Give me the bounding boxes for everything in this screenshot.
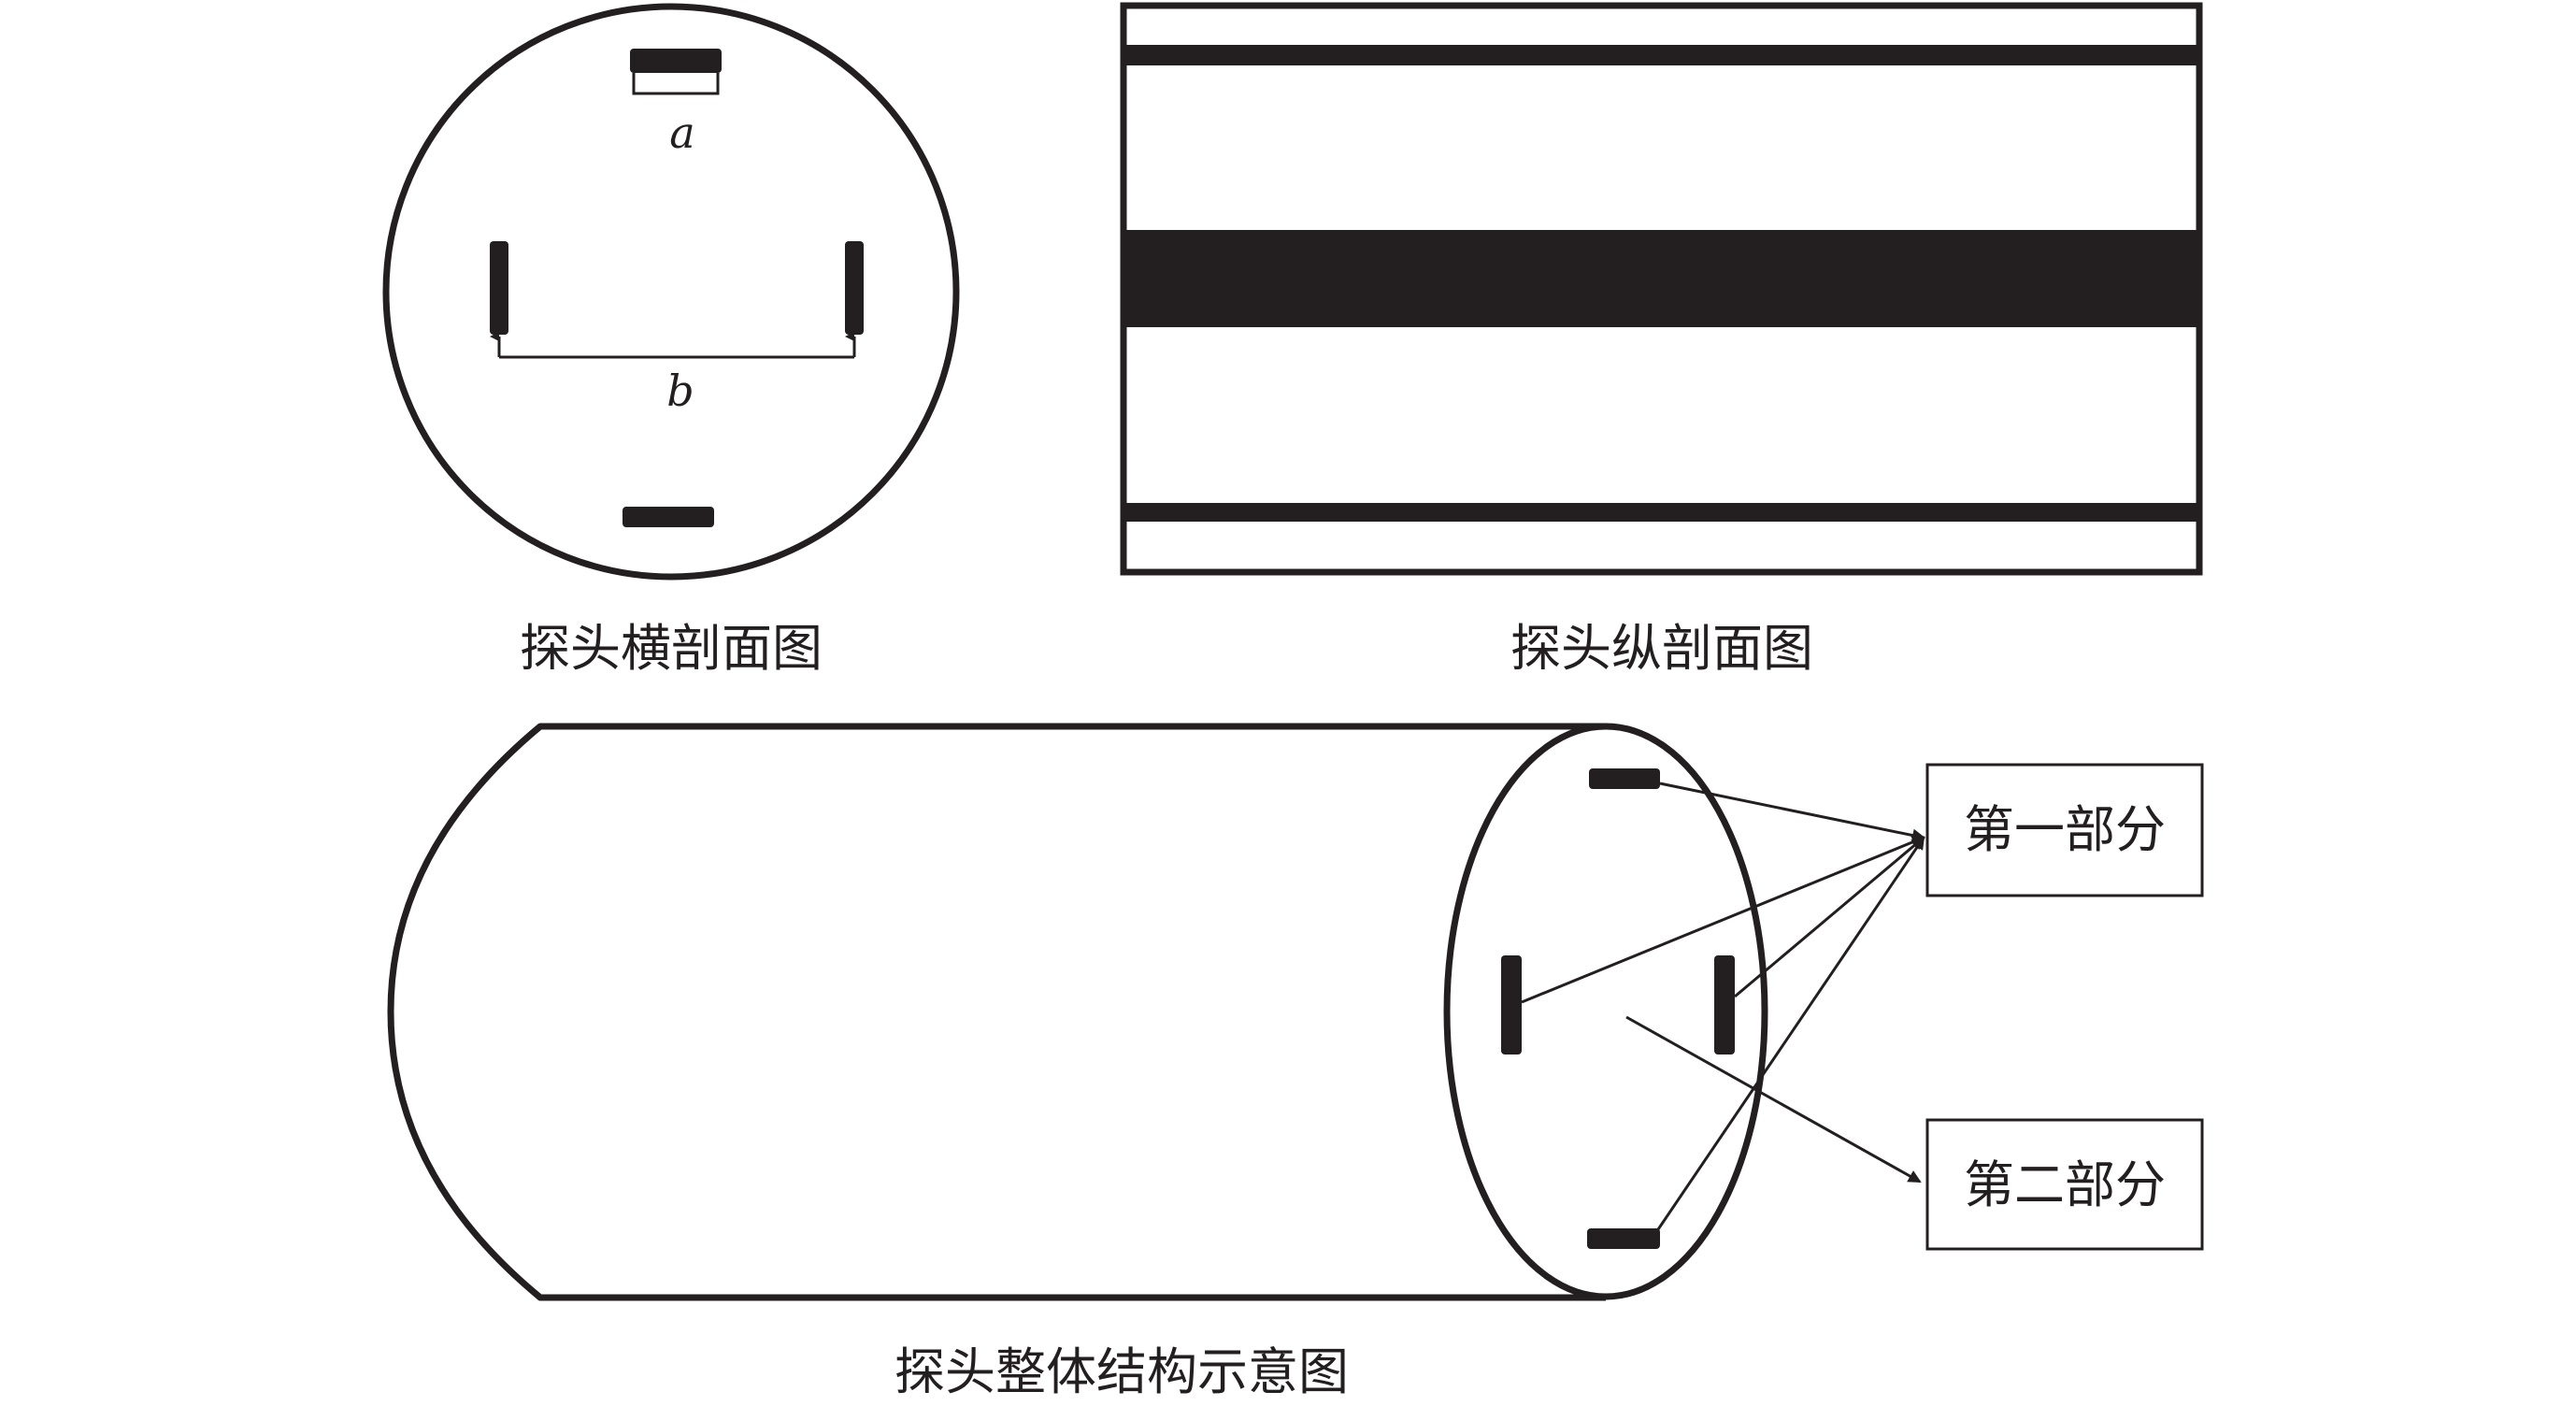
end-face-bottom-element (1587, 1228, 1660, 1249)
bottom-element (623, 507, 714, 527)
leader-left-to-part1 (1521, 836, 1925, 1004)
part1-box (1925, 763, 2204, 897)
right-element (845, 241, 864, 335)
probe-cross-section-circle (382, 3, 960, 581)
end-face-left-element (1501, 955, 1522, 1054)
cylinder-end-face (1443, 723, 1768, 1300)
part2-box (1925, 1118, 2204, 1251)
longitudinal-section-outline (1120, 2, 2203, 576)
longitudinal-bottom-strip (1123, 503, 2199, 522)
end-face-right-element (1714, 955, 1735, 1054)
cross-section-caption: 探头横剖面图 (520, 619, 823, 678)
part2-label: 第二部分 (1964, 1155, 2166, 1214)
longitudinal-section-caption: 探头纵剖面图 (1510, 619, 1813, 678)
end-face-top-element (1589, 768, 1660, 789)
dimension-label-b: b (666, 366, 694, 416)
left-element (490, 241, 508, 335)
leader-center-to-part2 (1625, 1015, 1922, 1184)
overall-structure-caption: 探头整体结构示意图 (894, 1342, 1349, 1401)
part1-label: 第一部分 (1964, 800, 2166, 859)
cross-section-view: a b 探头横剖面图 (382, 3, 960, 678)
longitudinal-section-view: 探头纵剖面图 (1120, 2, 2203, 678)
overall-structure-view: 第一部分 第二部分 探头整体结构示意图 (387, 723, 2204, 1401)
top-element (630, 49, 722, 73)
dimension-label-a: a (669, 108, 694, 158)
leader-bottom-to-part1 (1654, 836, 1925, 1233)
longitudinal-top-strip (1123, 45, 2199, 65)
leader-right-to-part1 (1734, 836, 1925, 998)
cylinder-body (387, 723, 1606, 1301)
dimension-a-bracket (632, 73, 720, 95)
longitudinal-middle-band (1123, 230, 2199, 327)
leader-top-to-part1 (1659, 782, 1925, 842)
